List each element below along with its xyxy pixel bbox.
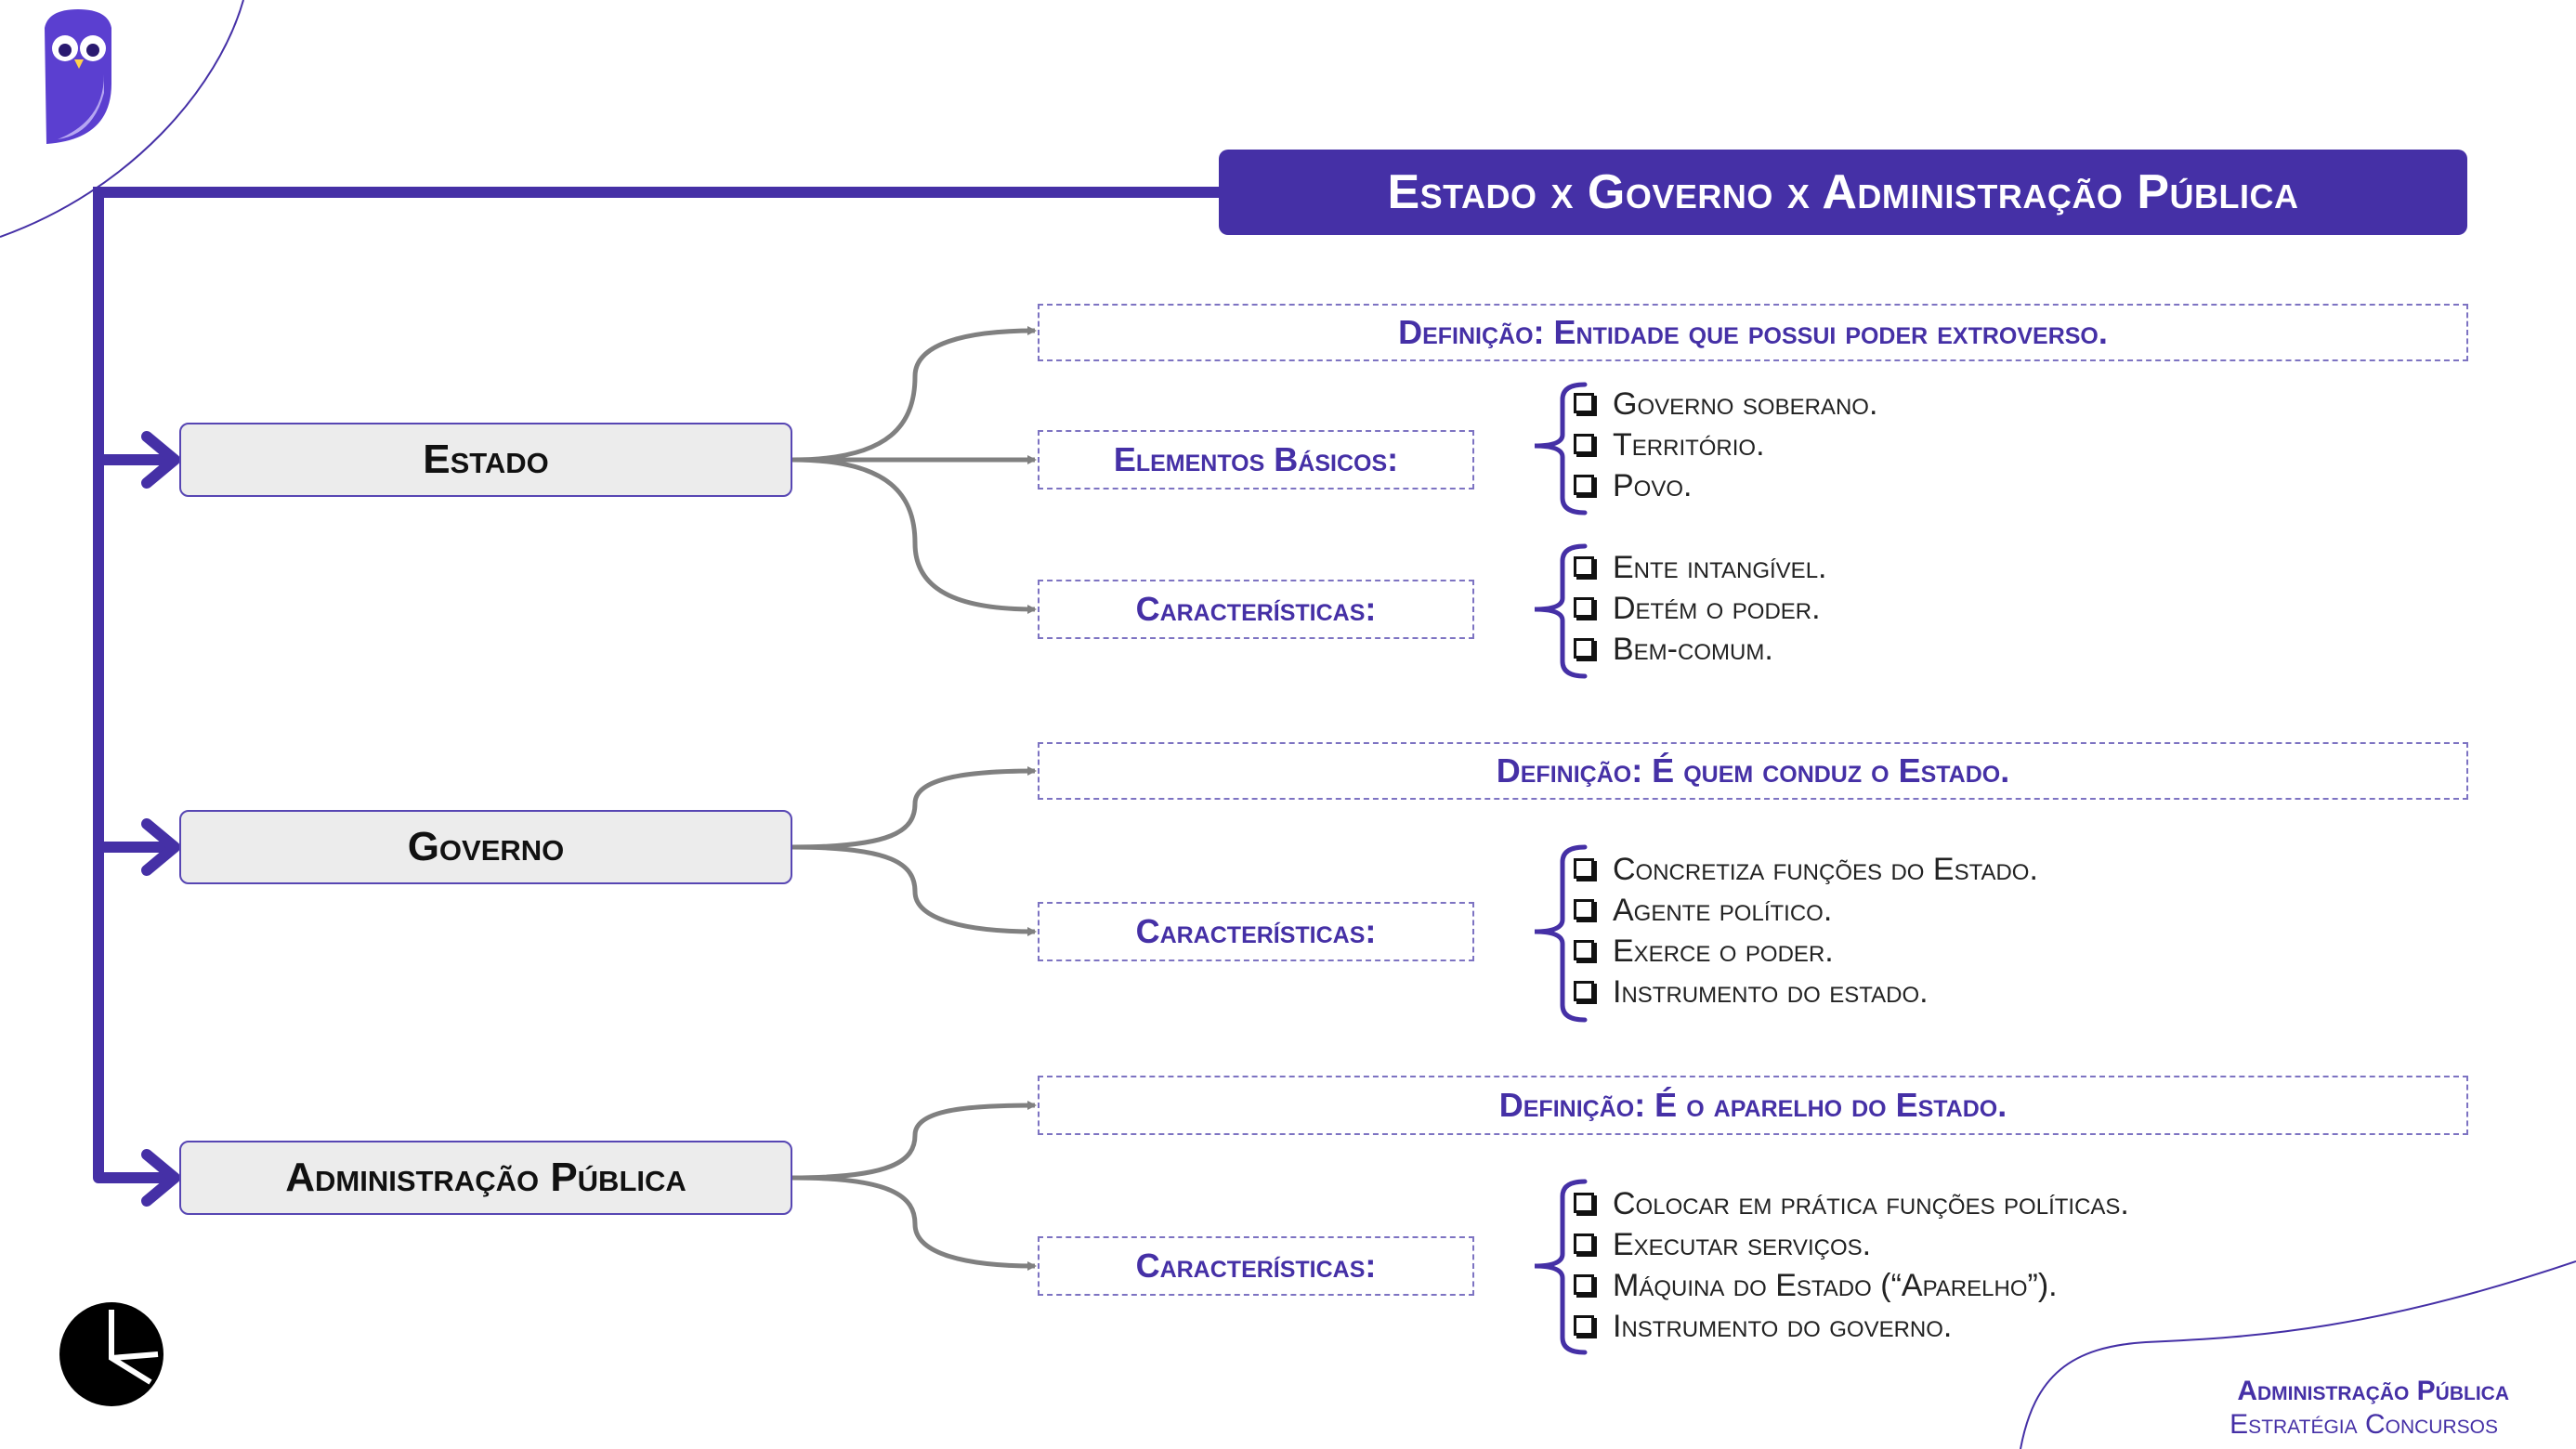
brace-governo-caracteristicas [1534,844,1588,1023]
branch-admin-caracteristicas [791,1175,1037,1271]
checkbox-icon [1574,981,1594,1002]
node-estado: Estado [179,423,792,497]
governo-definicao-box: Definição: É quem conduz o Estado. [1038,742,2468,800]
checkbox-icon [1574,556,1594,578]
list-item: Governo soberano. [1574,384,1877,424]
node-administracao-publica: Administração Pública [179,1141,792,1215]
list-item: Instrumento do governo. [1574,1306,2129,1347]
checkbox-icon [1574,393,1594,414]
list-item: Ente intangível. [1574,547,1827,588]
footer-subject: Administração Pública [2237,1376,2509,1406]
estado-elementos-list: Governo soberano. Território. Povo. [1574,384,1877,506]
estado-definicao-box: Definição: Entidade que possui poder ext… [1038,304,2468,361]
list-item: Exerce o poder. [1574,931,2038,972]
decorative-curve-bottom [2020,1260,2576,1449]
branch-admin-definicao [791,1101,1037,1181]
estado-caracteristicas-list: Ente intangível. Detém o poder. Bem-comu… [1574,547,1827,670]
governo-caracteristicas-list: Concretiza funções do Estado. Agente pol… [1574,849,2038,1012]
administracao-caracteristicas-box: Características: [1038,1236,1474,1296]
checkbox-icon [1574,858,1594,880]
trunk-arrow-governo [93,818,180,876]
owl-logo-icon [45,9,111,144]
checkbox-icon [1574,434,1594,455]
list-item: Território. [1574,424,1877,465]
checkbox-icon [1574,899,1594,920]
list-item: Máquina do Estado (“Aparelho”). [1574,1265,2129,1306]
brace-estado-elementos [1534,382,1588,516]
checkbox-icon [1574,1234,1594,1255]
governo-caracteristicas-box: Características: [1038,902,1474,961]
list-item: Executar serviços. [1574,1224,2129,1265]
page-title: Estado x Governo x Administração Pública [1219,150,2467,235]
list-item: Agente político. [1574,890,2038,931]
footer-brand: Estratégia Concursos [2229,1409,2498,1440]
checkbox-icon [1574,940,1594,961]
checkbox-icon [1574,1193,1594,1214]
administracao-definicao-box: Definição: É o aparelho do Estado. [1038,1076,2468,1135]
branch-governo-definicao [791,766,1037,850]
brace-estado-caracteristicas [1534,543,1588,679]
branch-estado-definicao [791,326,1037,463]
clock-logo-icon [59,1302,163,1406]
checkbox-icon [1574,1315,1594,1337]
list-item: Concretiza funções do Estado. [1574,849,2038,890]
estado-caracteristicas-box: Características: [1038,580,1474,639]
branch-estado-caracteristicas [791,457,1037,614]
checkbox-icon [1574,638,1594,659]
checkbox-icon [1574,597,1594,619]
trunk-arrow-administracao [93,1149,180,1207]
estado-elementos-basicos-box: Elementos Básicos: [1038,430,1474,490]
administracao-caracteristicas-list: Colocar em prática funções políticas. Ex… [1574,1183,2129,1347]
list-item: Colocar em prática funções políticas. [1574,1183,2129,1224]
list-item: Detém o poder. [1574,588,1827,629]
node-governo: Governo [179,810,792,884]
trunk-arrow-estado [93,431,180,489]
checkbox-icon [1574,1274,1594,1296]
decorative-curve-top [0,0,244,238]
list-item: Povo. [1574,465,1877,506]
checkbox-icon [1574,475,1594,496]
list-item: Bem-comum. [1574,629,1827,670]
branch-governo-caracteristicas [791,844,1037,936]
list-item: Instrumento do estado. [1574,972,2038,1012]
brace-admin-caracteristicas [1534,1179,1588,1355]
